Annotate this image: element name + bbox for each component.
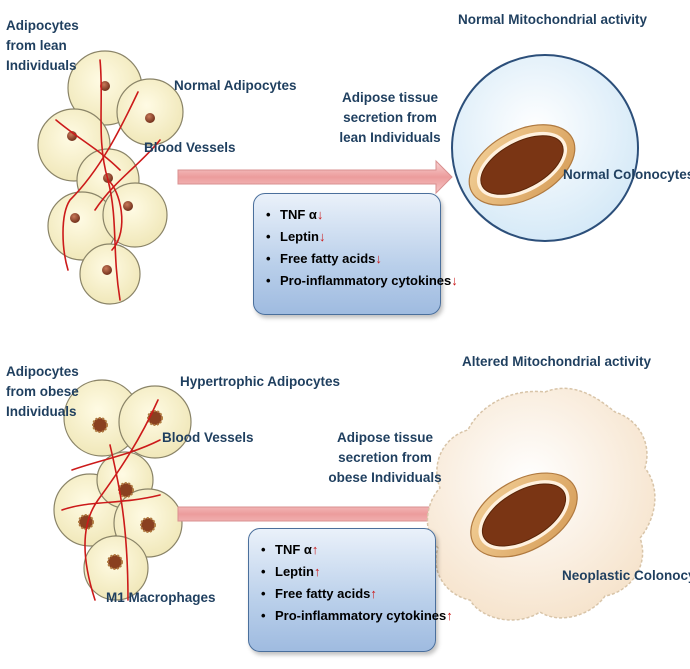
label-line: Adipocytes [6, 16, 79, 36]
factor-name: TNF α [280, 207, 317, 222]
top-secretion-arrow [178, 161, 452, 193]
bullet-icon: • [261, 605, 275, 627]
trend-arrow-icon: ↑ [312, 542, 319, 557]
factor-name: Leptin [280, 229, 319, 244]
normal-colonocyte [452, 55, 638, 241]
lean-source-label: Adipocytes from lean Individuals [6, 16, 79, 76]
label-line: Adipose tissue [290, 428, 480, 448]
trend-arrow-icon: ↓ [319, 229, 326, 244]
hypertrophic-adipocytes-label: Hypertrophic Adipocytes [180, 372, 340, 392]
label-line: Adipose tissue [305, 88, 475, 108]
factor-item: •TNF α↑ [261, 539, 435, 561]
label-line: Adipocytes [6, 362, 79, 382]
factor-item: •Pro-inflammatory cytokines↑ [261, 605, 435, 627]
factor-item: •Pro-inflammatory cytokines↓ [266, 270, 440, 292]
label-line: Individuals [6, 56, 79, 76]
m1-macrophages-label: M1 Macrophages [106, 588, 216, 608]
factor-name: Free fatty acids [275, 586, 370, 601]
bullet-icon: • [261, 583, 275, 605]
bullet-icon: • [266, 226, 280, 248]
neoplastic-colonocytes-label: Neoplastic Colonocytes [562, 566, 690, 586]
factor-item: •TNF α↓ [266, 204, 440, 226]
factor-name: Pro-inflammatory cytokines [275, 608, 446, 623]
bullet-icon: • [266, 204, 280, 226]
normal-colonocytes-label: Normal Colonocytes [563, 165, 690, 185]
trend-arrow-icon: ↓ [451, 273, 458, 288]
obese-secretion-label: Adipose tissue secretion from obese Indi… [290, 428, 480, 488]
label-line: lean Individuals [305, 128, 475, 148]
trend-arrow-icon: ↓ [375, 251, 382, 266]
obese-factor-list: •TNF α↑•Leptin↑•Free fatty acids↑•Pro-in… [261, 539, 435, 627]
factor-name: TNF α [275, 542, 312, 557]
lean-secretion-label: Adipose tissue secretion from lean Indiv… [305, 88, 475, 148]
trend-arrow-icon: ↑ [370, 586, 377, 601]
factor-item: •Leptin↓ [266, 226, 440, 248]
bullet-icon: • [261, 539, 275, 561]
normal-mito-label: Normal Mitochondrial activity [458, 10, 647, 30]
factor-name: Free fatty acids [280, 251, 375, 266]
label-line: secretion from [305, 108, 475, 128]
blood-vessels-label-bottom: Blood Vessels [162, 428, 254, 448]
blood-vessels-label: Blood Vessels [144, 138, 236, 158]
obese-source-label: Adipocytes from obese Individuals [6, 362, 79, 422]
bullet-icon: • [266, 270, 280, 292]
label-line: obese Individuals [290, 468, 480, 488]
lean-factors-box: •TNF α↓•Leptin↓•Free fatty acids↓•Pro-in… [253, 193, 441, 315]
trend-arrow-icon: ↑ [314, 564, 321, 579]
lean-adipocyte-cluster [38, 51, 183, 304]
factor-item: •Free fatty acids↓ [266, 248, 440, 270]
factor-name: Pro-inflammatory cytokines [280, 273, 451, 288]
label-line: secretion from [290, 448, 480, 468]
trend-arrow-icon: ↑ [446, 608, 453, 623]
factor-item: •Leptin↑ [261, 561, 435, 583]
obese-factors-box: •TNF α↑•Leptin↑•Free fatty acids↑•Pro-in… [248, 528, 436, 652]
altered-mito-label: Altered Mitochondrial activity [462, 352, 651, 372]
label-line: from lean [6, 36, 79, 56]
normal-adipocytes-label: Normal Adipocytes [174, 76, 297, 96]
lean-factor-list: •TNF α↓•Leptin↓•Free fatty acids↓•Pro-in… [266, 204, 440, 292]
bullet-icon: • [266, 248, 280, 270]
factor-name: Leptin [275, 564, 314, 579]
bullet-icon: • [261, 561, 275, 583]
factor-item: •Free fatty acids↑ [261, 583, 435, 605]
label-line: Individuals [6, 402, 79, 422]
label-line: from obese [6, 382, 79, 402]
bottom-secretion-arrow [178, 498, 452, 530]
trend-arrow-icon: ↓ [317, 207, 324, 222]
